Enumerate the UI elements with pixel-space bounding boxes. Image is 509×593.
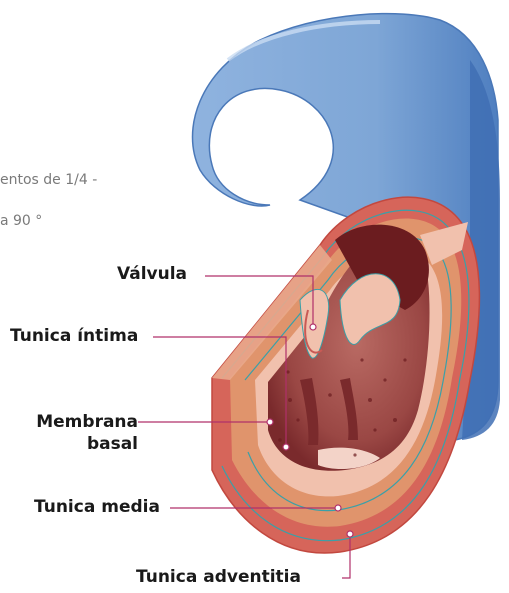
label-valvula: Válvula xyxy=(117,264,187,284)
label-membrana-basal-line2: basal xyxy=(24,434,138,454)
label-tunica-intima: Tunica íntima xyxy=(10,326,138,346)
background-text-line1: entos de 1/4 - xyxy=(0,172,97,188)
background-text-line2: a 90 ° xyxy=(0,213,42,229)
label-tunica-adventitia: Tunica adventitia xyxy=(136,567,301,587)
label-tunica-media: Tunica media xyxy=(34,497,160,517)
label-membrana-basal-line1: Membrana xyxy=(24,412,138,432)
